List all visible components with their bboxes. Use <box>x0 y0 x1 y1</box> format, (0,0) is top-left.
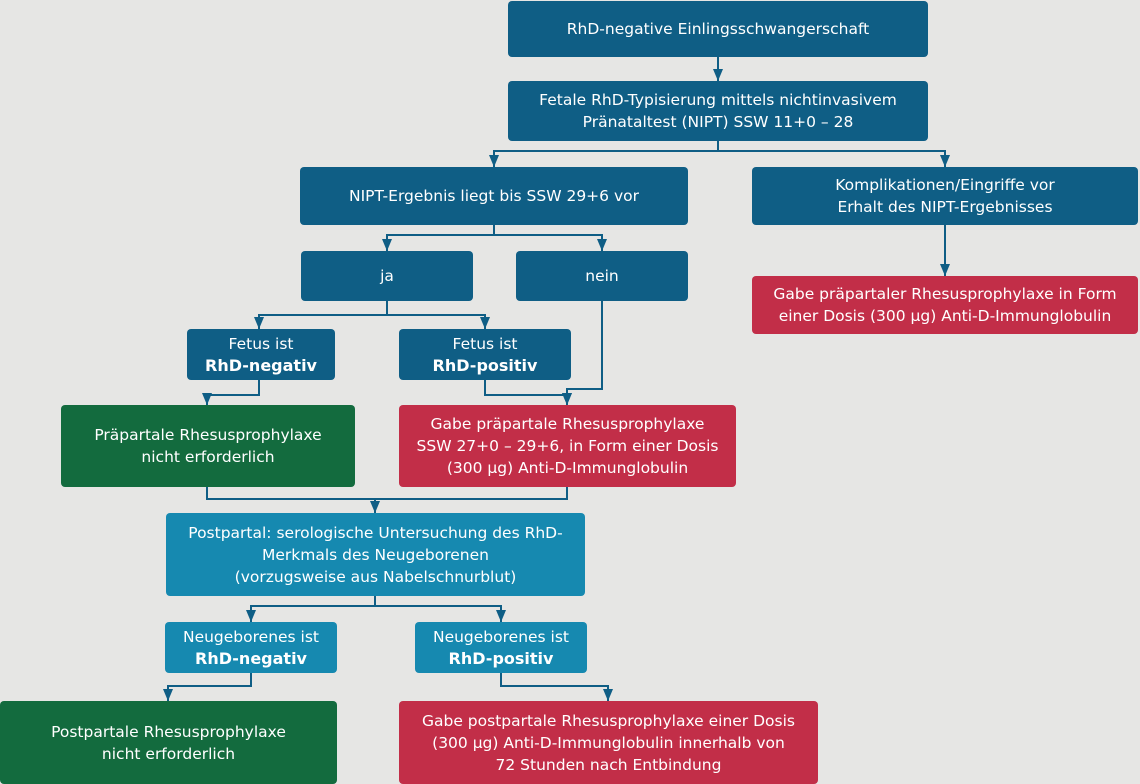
newborn-negative-node: Neugeborenes ist RhD-negativ <box>165 622 337 673</box>
edge-nipt-complications <box>718 150 950 167</box>
fetus-negative-node: Fetus ist RhD-negativ <box>187 329 335 380</box>
edge-newborn-positive-postpartal-prophylaxis <box>500 673 613 701</box>
edge-fetus-negative-not-required <box>202 380 260 405</box>
prepartal-prophylaxis-node: Gabe präpartale Rhesusprophylaxe SSW 27+… <box>399 405 736 487</box>
nipt-result-node: NIPT-Ergebnis liegt bis SSW 29+6 vor <box>300 167 688 225</box>
edge-not-required-postpartal-test <box>206 487 380 513</box>
edge-no-prepartal-prophylaxis <box>562 301 603 405</box>
prepartal-dose-node: Gabe präpartaler Rhesusprophylaxe in For… <box>752 276 1138 334</box>
postpartal-test-node: Postpartal: serologische Untersuchung de… <box>166 513 585 596</box>
fetus-positive-node: Fetus ist RhD-positiv <box>399 329 571 380</box>
edge-yes-fetus-positive <box>387 314 490 329</box>
no-node: nein <box>516 251 688 301</box>
newborn-positive-node: Neugeborenes ist RhD-positiv <box>415 622 587 673</box>
edge-result-yes <box>382 225 495 251</box>
start-node: RhD-negative Einlingsschwangerschaft <box>508 1 928 57</box>
postpartal-prophylaxis-node: Gabe postpartale Rhesusprophylaxe einer … <box>399 701 818 784</box>
edge-postpartal-test-newborn-negative <box>246 596 376 622</box>
edge-fetus-positive-prophylaxis <box>484 380 572 405</box>
postpartal-not-required-node: Postpartale Rhesusprophylaxe nicht erfor… <box>0 701 337 784</box>
yes-node: ja <box>301 251 473 301</box>
nipt-test-node: Fetale RhD-Typisierung mittels nichtinva… <box>508 81 928 141</box>
edge-postpartal-test-newborn-positive <box>375 605 506 622</box>
edge-prophylaxis-postpartal-test <box>375 487 568 500</box>
edge-result-no <box>494 234 607 251</box>
edge-nipt-result <box>489 141 719 167</box>
prepartal-not-required-node: Präpartale Rhesusprophylaxe nicht erford… <box>61 405 355 487</box>
edge-yes-fetus-negative <box>254 301 388 329</box>
edge-newborn-negative-postpartal-not-required <box>163 673 252 701</box>
complications-node: Komplikationen/Eingriffe vor Erhalt des … <box>752 167 1138 225</box>
